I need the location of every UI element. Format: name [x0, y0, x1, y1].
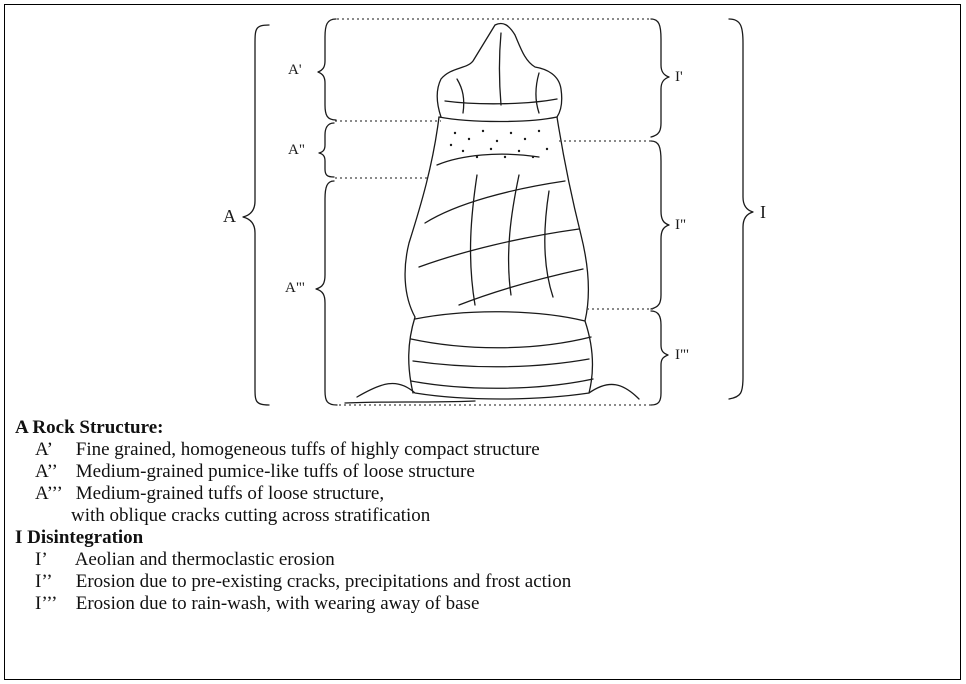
- diagram-drawing: [5, 5, 961, 425]
- disintegration-item-text: Aeolian and thermoclastic erosion: [75, 549, 335, 570]
- label-i1: I': [675, 70, 683, 85]
- vertical-crack-3: [545, 191, 553, 297]
- figure-frame: A A' A" A"' I' I" I"' I A Rock Structure…: [4, 4, 961, 680]
- oblique-crack-2: [425, 181, 565, 223]
- disintegration-item-code: I’’: [35, 571, 71, 593]
- disintegration-item-code: I’’’: [35, 593, 71, 615]
- brace-i1: [651, 19, 669, 137]
- disintegration-heading: I Disintegration: [15, 527, 945, 549]
- rock-item-a2: A’’ Medium-grained pumice-like tuffs of …: [15, 461, 945, 483]
- rock-item-code: A’’: [35, 461, 71, 483]
- rock-item-a3-continuation: with oblique cracks cutting across strat…: [15, 505, 945, 527]
- chimney-left-side: [405, 117, 439, 393]
- brace-a3: [316, 181, 337, 405]
- cap-ridge-3: [536, 73, 539, 113]
- rock-item-text: Medium-grained pumice-like tuffs of loos…: [76, 461, 475, 482]
- disintegration-item-i2: I’’ Erosion due to pre-existing cracks, …: [15, 571, 945, 593]
- legend: A Rock Structure: A’ Fine grained, homog…: [15, 417, 945, 615]
- base-band-4: [411, 379, 593, 388]
- cap-ridge-1: [457, 79, 464, 113]
- rock-item-code: A’’’: [35, 483, 71, 505]
- disintegration-item-text: Erosion due to rain-wash, with wearing a…: [76, 593, 480, 614]
- label-a-main: A: [223, 207, 236, 225]
- oblique-crack-3: [419, 229, 579, 267]
- disintegration-item-code: I’: [35, 549, 71, 571]
- brace-a: [243, 25, 269, 405]
- disintegration-item-i3: I’’’ Erosion due to rain-wash, with wear…: [15, 593, 945, 615]
- rock-item-a1: A’ Fine grained, homogeneous tuffs of hi…: [15, 439, 945, 461]
- brace-a2: [319, 123, 334, 177]
- ground-line: [357, 383, 639, 399]
- label-i-main: I: [760, 203, 766, 221]
- oblique-crack-4: [459, 269, 583, 305]
- base-band-1: [415, 312, 585, 321]
- zone-boundaries: [335, 19, 653, 405]
- chimney-right-side: [557, 117, 592, 393]
- ground-line-2: [345, 401, 475, 403]
- disintegration-item-text: Erosion due to pre-existing cracks, prec…: [76, 571, 571, 592]
- base-band-2: [411, 337, 591, 348]
- vertical-crack-2: [509, 175, 519, 295]
- base-band-3: [413, 359, 589, 367]
- fairy-chimney-diagram: A A' A" A"' I' I" I"' I: [5, 5, 961, 425]
- brace-a1: [318, 19, 336, 120]
- rock-item-a3: A’’’ Medium-grained tuffs of loose struc…: [15, 483, 945, 505]
- cap-base: [439, 117, 557, 122]
- oblique-crack-1: [437, 154, 539, 165]
- disintegration-item-i1: I’ Aeolian and thermoclastic erosion: [15, 549, 945, 571]
- rock-item-text: Fine grained, homogeneous tuffs of highl…: [76, 439, 540, 460]
- brace-i3: [651, 311, 668, 405]
- label-i3: I"': [675, 348, 689, 363]
- vertical-crack-1: [471, 175, 477, 305]
- rock-item-code: A’: [35, 439, 71, 461]
- label-a3: A"': [285, 281, 305, 296]
- label-a1: A': [288, 63, 302, 78]
- cap-ridge-2: [500, 33, 502, 105]
- rock-structure-heading: A Rock Structure:: [15, 417, 945, 439]
- label-i2: I": [675, 218, 686, 233]
- brace-i: [729, 19, 753, 399]
- label-a2: A": [288, 143, 305, 158]
- brace-i2: [651, 141, 669, 309]
- rock-item-text: Medium-grained tuffs of loose structure,: [76, 483, 384, 504]
